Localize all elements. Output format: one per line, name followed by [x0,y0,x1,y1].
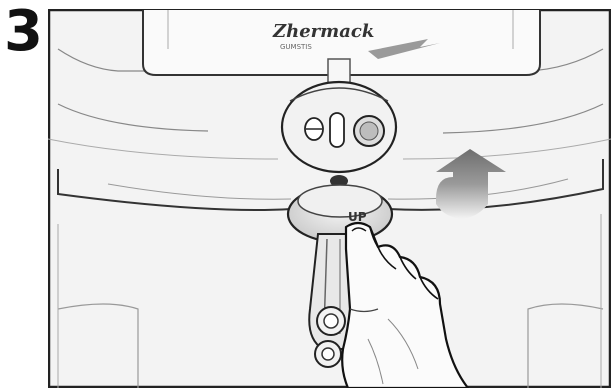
center-slot [330,113,344,147]
device-illustration: Zhermack GUMSTIS UP [48,9,611,388]
brand-sub: GUMSTIS [280,43,312,51]
step-number: 3 [4,0,43,64]
cap-top [298,185,382,217]
brand-logo: Zhermack [272,21,374,42]
